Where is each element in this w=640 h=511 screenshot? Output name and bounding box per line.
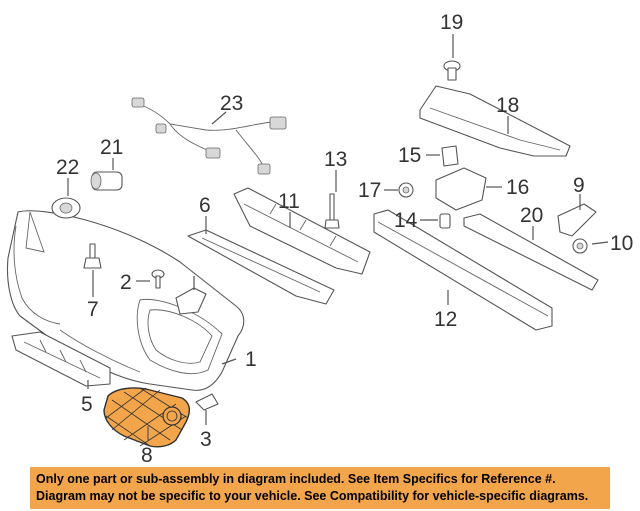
parts-diagram: 1 2 3 5 6 7 8 9 10 11 12 13 14 15 16 17 … <box>6 11 633 464</box>
callout-14: 14 <box>394 209 418 232</box>
callout-19: 19 <box>440 11 463 34</box>
part-18-upper-shield <box>419 85 571 157</box>
callout-11: 11 <box>278 190 300 213</box>
callout-20: 20 <box>520 204 543 227</box>
part-6-reinforcement <box>187 229 335 305</box>
part-7-bolt <box>83 243 102 269</box>
callout-1: 1 <box>245 348 257 371</box>
callout-22: 22 <box>56 156 79 179</box>
disclaimer-line-2: Diagram may not be specific to your vehi… <box>36 489 589 503</box>
callout-6: 6 <box>199 194 211 217</box>
callout-13: 13 <box>324 148 347 171</box>
part-4-bracket <box>175 287 207 315</box>
part-19-push-pin <box>443 60 461 81</box>
part-15-clip <box>441 145 459 167</box>
part-2-screw <box>151 269 165 289</box>
part-10-nut <box>572 238 588 254</box>
callout-15: 15 <box>398 144 421 167</box>
part-12-impact-bar <box>373 209 553 331</box>
callout-12: 12 <box>434 308 457 331</box>
callout-9: 9 <box>573 174 585 197</box>
callout-16: 16 <box>506 176 529 199</box>
callout-labels: 1 2 3 5 6 7 8 9 10 11 12 13 14 15 16 17 … <box>56 11 633 464</box>
callout-8: 8 <box>141 444 153 464</box>
part-14-clip <box>439 213 451 229</box>
callout-21: 21 <box>100 136 123 159</box>
part-11-upper-reinforcement <box>233 187 371 275</box>
part-16-bracket <box>435 167 487 211</box>
part-5-lower-deflector <box>11 331 111 387</box>
part-3-bracket <box>195 393 219 411</box>
part-21-parking-sensor <box>90 171 123 191</box>
disclaimer-banner: Only one part or sub-assembly in diagram… <box>30 467 610 509</box>
part-9-bracket <box>557 203 597 237</box>
part-23-wiring-harness <box>131 97 287 175</box>
part-8-fog-lamp-grille <box>103 387 190 448</box>
callout-17: 17 <box>358 179 381 202</box>
part-17-nut <box>398 182 414 198</box>
callout-2: 2 <box>120 271 132 294</box>
callout-10: 10 <box>610 232 633 255</box>
part-13-bolt <box>324 193 340 229</box>
disclaimer-line-1: Only one part or sub-assembly in diagram… <box>36 472 556 486</box>
callout-7: 7 <box>87 298 99 321</box>
callout-18: 18 <box>496 94 519 117</box>
callout-23: 23 <box>220 92 243 115</box>
callout-5: 5 <box>81 393 93 416</box>
callout-3: 3 <box>200 428 212 451</box>
leader-lines <box>67 34 609 440</box>
part-22-sensor-bezel <box>51 197 81 219</box>
part-20-absorber <box>463 213 599 291</box>
